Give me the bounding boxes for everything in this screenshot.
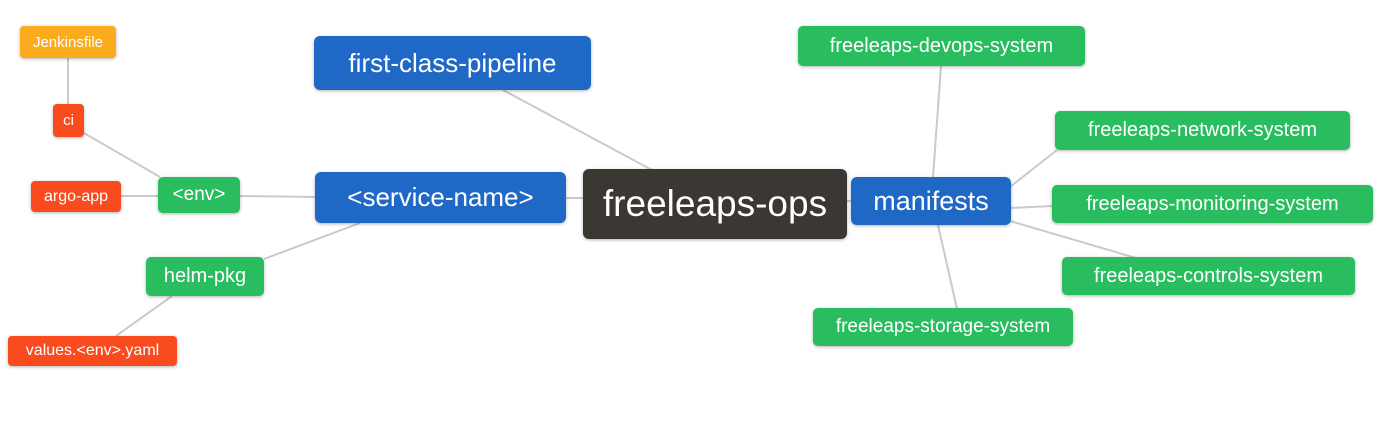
node-env[interactable]: <env>: [158, 177, 240, 213]
node-freeleaps-devops-system[interactable]: freeleaps-devops-system: [798, 26, 1085, 66]
node-service-name[interactable]: <service-name>: [315, 172, 566, 223]
node-freeleaps-ops-root[interactable]: freeleaps-ops: [583, 169, 847, 239]
node-helm-pkg[interactable]: helm-pkg: [146, 257, 264, 296]
node-ci[interactable]: ci: [53, 104, 84, 137]
edge-manifests-controls: [1009, 220, 1137, 259]
edge-env-service-name: [239, 195, 316, 198]
node-freeleaps-network-system[interactable]: freeleaps-network-system: [1055, 111, 1350, 150]
node-freeleaps-storage-system[interactable]: freeleaps-storage-system: [813, 308, 1073, 346]
edge-manifests-storage: [937, 224, 958, 310]
edge-manifests-network: [1009, 149, 1058, 188]
node-jenkinsfile[interactable]: Jenkinsfile: [20, 26, 116, 58]
edge-ci-env: [83, 132, 161, 178]
node-freeleaps-monitoring-system[interactable]: freeleaps-monitoring-system: [1052, 185, 1373, 223]
node-freeleaps-controls-system[interactable]: freeleaps-controls-system: [1062, 257, 1355, 295]
node-values-env-yaml[interactable]: values.<env>.yaml: [8, 336, 177, 366]
node-manifests[interactable]: manifests: [851, 177, 1011, 225]
edge-values-helm-pkg: [115, 295, 173, 337]
node-first-class-pipeline[interactable]: first-class-pipeline: [314, 36, 591, 90]
edge-manifests-devops: [932, 65, 942, 178]
node-argo-app[interactable]: argo-app: [31, 181, 121, 212]
edge-manifests-monitoring: [1009, 205, 1053, 209]
edge-helm-pkg-service-name: [263, 222, 361, 260]
edge-pipeline-root: [502, 89, 653, 171]
